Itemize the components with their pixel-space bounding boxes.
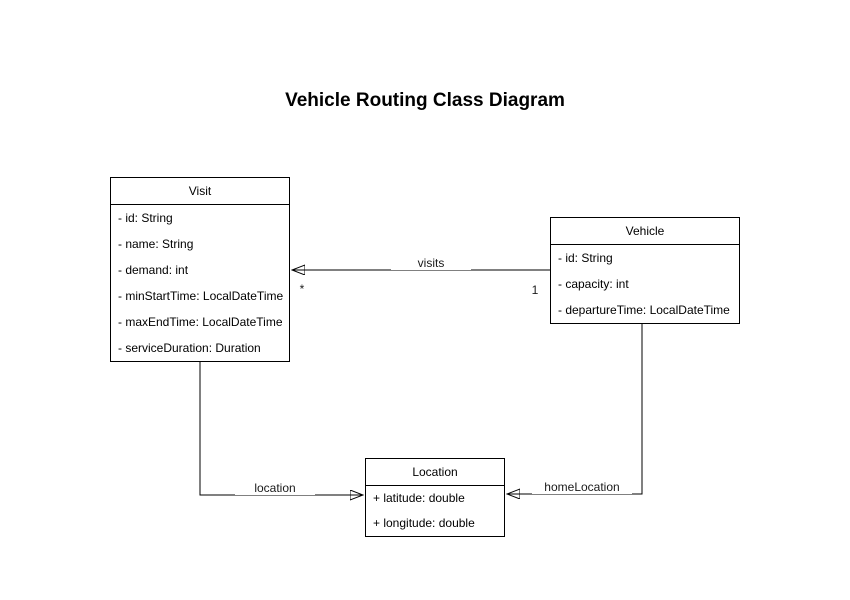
class-visit-attribute: - minStartTime: LocalDateTime [118, 289, 284, 303]
class-vehicle-attributes: - id: String - capacity: int - departure… [551, 245, 739, 323]
class-visit-attribute: - serviceDuration: Duration [118, 341, 261, 355]
edge-label-homelocation[interactable]: homeLocation [532, 480, 632, 494]
edge-homelocation-line[interactable] [507, 321, 643, 494]
class-visit-name: Visit [111, 178, 289, 205]
class-location[interactable]: Location + latitude: double + longitude:… [365, 458, 505, 537]
class-visit-attribute: - id: String [118, 211, 173, 225]
class-vehicle-name: Vehicle [551, 218, 739, 245]
class-visit-attribute: - name: String [118, 237, 194, 251]
edge-location-line[interactable] [199, 361, 363, 495]
class-visit-attribute: - demand: int [118, 263, 189, 277]
edge-label-visits[interactable]: visits [391, 256, 471, 270]
diagram-title: Vehicle Routing Class Diagram [285, 90, 565, 111]
class-location-name: Location [366, 459, 504, 486]
class-vehicle[interactable]: Vehicle - id: String - capacity: int - d… [550, 217, 740, 324]
class-visit-attribute: - maxEndTime: LocalDateTime [118, 315, 283, 329]
edge-label-location[interactable]: location [235, 481, 315, 495]
class-vehicle-attribute: - capacity: int [558, 277, 629, 291]
multiplicity-visits-source: 1 [531, 283, 539, 297]
class-visit[interactable]: Visit - id: String - name: String - dema… [110, 177, 290, 362]
class-vehicle-attribute: - departureTime: LocalDateTime [558, 303, 730, 317]
class-location-attributes: + latitude: double + longitude: double [366, 486, 504, 536]
class-vehicle-attribute: - id: String [558, 251, 613, 265]
class-location-attribute: + longitude: double [373, 516, 475, 530]
class-location-attribute: + latitude: double [373, 491, 465, 505]
class-visit-attributes: - id: String - name: String - demand: in… [111, 205, 289, 361]
multiplicity-visits-target: * [299, 282, 305, 296]
